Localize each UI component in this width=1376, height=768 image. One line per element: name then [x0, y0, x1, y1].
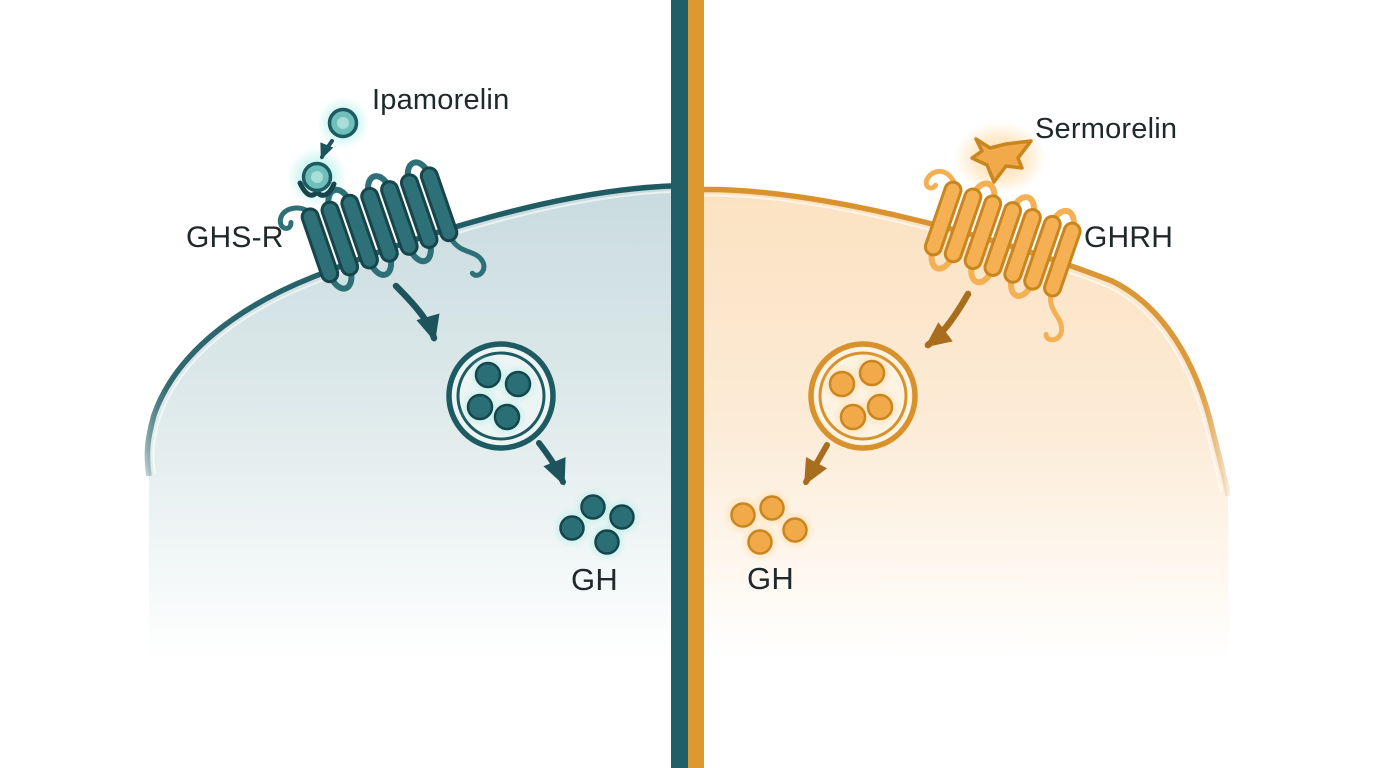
ghrh-receptor-label: GHRH [1084, 221, 1174, 254]
ghsr-receptor-icon [277, 159, 487, 292]
cell-membrane [688, 186, 1231, 497]
ghsr-receptor-label: GHS-R [186, 221, 284, 254]
signal-arrow-icon [803, 442, 830, 486]
vesicle-icon [808, 341, 918, 451]
vesicle-icon [446, 341, 556, 451]
vesicle-dots [822, 353, 900, 437]
ipamorelin-label: Ipamorelin [372, 84, 510, 116]
ghrh-receptor-icon [923, 168, 1082, 343]
sermorelin-label: Sermorelin [1035, 113, 1178, 145]
ligand-binding-arrow-icon [320, 139, 334, 160]
cell-membrane-inner-highlight [688, 194, 1222, 493]
gh-label-right: GH [747, 561, 794, 596]
right-cell-body [688, 189, 1230, 768]
signal-arrow-icon [536, 440, 566, 486]
ipamorelin-ligand-icon [301, 161, 333, 193]
cell-membrane [144, 183, 671, 477]
signal-arrow-icon [924, 290, 972, 349]
signal-arrow-icon [392, 282, 440, 342]
left-cell [144, 183, 671, 768]
right-cell [688, 186, 1231, 768]
gh-dots-icon [552, 487, 642, 562]
sermorelin-peptide-icon [970, 137, 1033, 184]
gh-dots-icon [723, 488, 815, 562]
divider [671, 0, 704, 768]
cell-membrane-inner-highlight [152, 191, 671, 474]
ipamorelin-ligand-icon [327, 107, 359, 139]
left-cell-body [147, 186, 671, 768]
gh-label-left: GH [571, 562, 618, 597]
vesicle-dots [460, 355, 538, 437]
